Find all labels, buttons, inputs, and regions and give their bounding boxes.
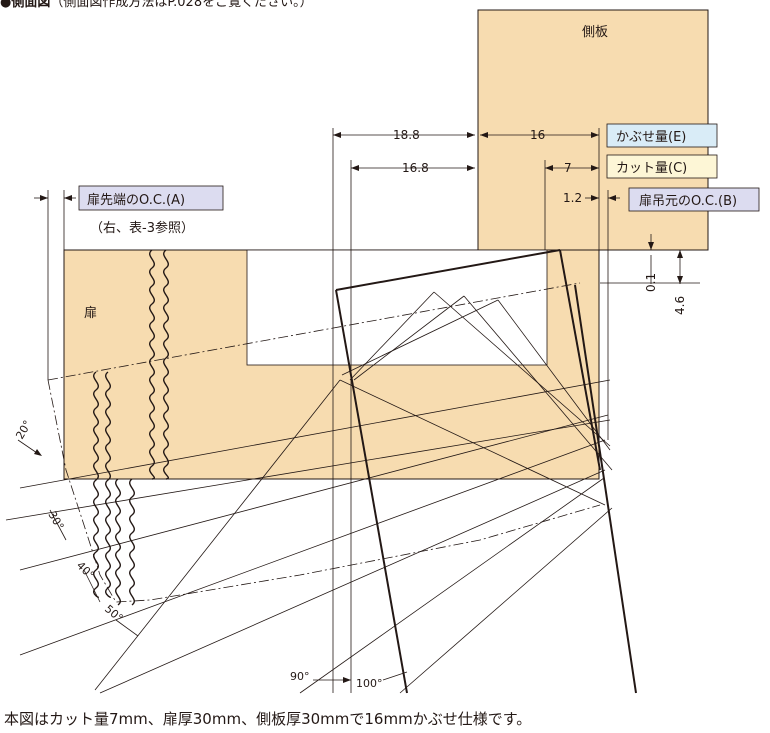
open-door-edge-2 [335,249,561,291]
overlay-amount-box [606,123,718,148]
angle-50: 50° [102,602,125,624]
overlay-amount-label: かぶせ量(E) [616,130,686,145]
break-line-5 [115,478,121,606]
door-label: 扉 [84,305,97,321]
dim-16: 16 [530,128,545,142]
header-subtitle: （側面図作成方法はP.028をご覧ください。） [50,0,313,10]
angle-30: 30° [45,509,66,532]
angle-100: 100° [356,677,383,690]
dim-4-6: 4.6 [673,296,687,315]
door-tip-oc-box [78,185,224,211]
caption: 本図はカット量7mm、扉厚30mm、側板厚30mmで16mmかぶせ仕様です。 [4,710,532,728]
tip-trajectory-top [47,282,581,381]
dimension-arrows [17,132,700,683]
hinge-cutout [246,249,548,366]
angle-20: 20° [13,418,34,441]
open-door-edge-3 [559,249,601,471]
break-line-4 [105,371,111,598]
door-hinge-oc-label: 扉吊元のO.C.(B) [639,193,737,209]
angle-40: 40° [74,559,97,582]
break-line-2 [163,249,169,480]
break-line-3 [93,371,99,598]
dim-7: 7 [564,161,572,175]
cut-amount-label: カット量(C) [616,161,687,176]
break-line-1 [149,249,155,480]
door-tip-note: （右、表-3参照） [90,220,194,236]
cut-amount-box [606,154,718,179]
dim-16-8: 16.8 [402,161,429,175]
side-panel-label: 側板 [582,25,608,40]
door-tip-oc-label: 扉先端のO.C.(A) [87,192,185,208]
dim-1-2: 1.2 [563,191,582,205]
door-hinge-oc-box [628,187,760,212]
angle-90: 90° [290,670,310,683]
header-note: ●側面図（側面図作成方法はP.028をご覧ください。） [0,0,313,10]
swing-lines [5,291,613,694]
open-door-edge-1 [335,289,408,694]
break-line-6 [129,478,135,606]
dim-18-8: 18.8 [393,128,420,142]
open-door-edge-4 [574,284,637,694]
dim-0-1: 0.1 [644,273,658,292]
header-title: ●側面図 [0,0,51,10]
